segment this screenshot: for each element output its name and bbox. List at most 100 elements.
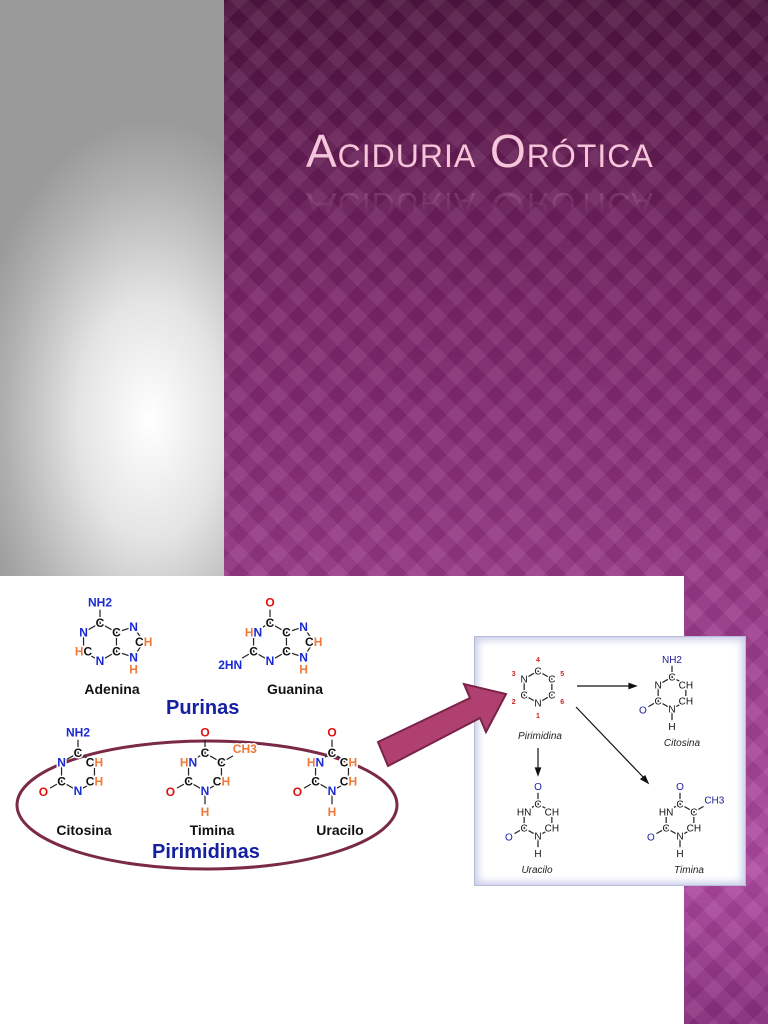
atom-label: C (548, 691, 555, 702)
substituent-bond (693, 805, 704, 813)
atom-label: HN (517, 808, 531, 819)
atom-label: N (676, 832, 683, 843)
atom-label: N (328, 784, 337, 798)
atom-label: C (282, 645, 291, 659)
atom-label: N (668, 705, 675, 716)
molecule-name-uracilo: Uracilo (521, 865, 553, 876)
atom-label: C (521, 691, 528, 702)
ring-bonds (60, 752, 96, 792)
substituent-label: H (534, 849, 541, 860)
atom-label: N (266, 654, 275, 668)
atom-label: C (655, 697, 662, 708)
substituent-label: O (534, 782, 542, 793)
reaction-arrows (534, 682, 650, 785)
substituent-label: O (265, 595, 274, 609)
atom-label: C (217, 756, 226, 770)
atom-label: HN (659, 808, 673, 819)
atom-label: C (690, 808, 697, 819)
substituent-label: O (39, 785, 48, 799)
substituent-bond (49, 780, 62, 789)
atom-label: C (249, 645, 258, 659)
pyrimidine-diagram-box (474, 636, 746, 886)
atom-label: C (112, 626, 121, 640)
substituent-label: O (200, 725, 209, 739)
substituent-label: O (676, 782, 684, 793)
atom-label: C (548, 675, 555, 686)
atom-label: C (676, 800, 683, 811)
atom-label: C (282, 626, 291, 640)
substituent-label: CH3 (704, 796, 724, 807)
substituent-label: 2HN (218, 658, 242, 672)
substituent-bond (648, 700, 659, 708)
atom-label: C (57, 775, 66, 789)
position-number: 2 (512, 699, 516, 706)
molecule-name-uracilo: Uracilo (316, 822, 363, 838)
substituent-label: NH2 (66, 725, 90, 739)
big-arrow (376, 682, 508, 768)
substituent-label: O (327, 725, 336, 739)
ring5-bonds (116, 626, 145, 658)
atom-label: CH (340, 756, 357, 770)
atom-label: N (96, 654, 105, 668)
substituent-label: O (639, 705, 647, 716)
atom-label: C (184, 775, 193, 789)
substituent-label: NH2 (662, 655, 682, 666)
pyrimidines-label: Pirimidinas (152, 841, 260, 863)
atom-label: C (521, 824, 528, 835)
substituent-label: CH3 (233, 742, 257, 756)
atom-label: N (521, 675, 528, 686)
molecule-name-timina: Timina (190, 822, 235, 838)
substituent-label: H (668, 722, 675, 733)
atom-label: CH (687, 824, 701, 835)
atom-label: HN (180, 756, 197, 770)
molecule-name-guanina: Guanina (267, 681, 323, 697)
atom-label: CH (86, 756, 103, 770)
atom-label: C (96, 616, 105, 630)
molecule-name-citosina: Citosina (56, 822, 111, 838)
gray-side-panel (0, 0, 225, 576)
atom-label: N (129, 620, 138, 634)
molecule-name-adenina: Adenina (84, 681, 139, 697)
substituent-bond (656, 827, 667, 835)
atom-label: CH (135, 635, 152, 649)
substituent-label: H (201, 805, 210, 819)
atom-label: C (311, 775, 320, 789)
position-number: 1 (536, 713, 540, 720)
atom-label: N (655, 681, 662, 692)
atom-label: C (266, 616, 275, 630)
substituent-label: NH2 (88, 595, 112, 609)
purines-label: Purinas (166, 697, 239, 719)
atom-label: HN (307, 756, 324, 770)
substituent-bond (176, 780, 189, 789)
atom-label: CH (679, 681, 693, 692)
atom-label: CH (213, 775, 230, 789)
substituent-bond (241, 650, 254, 659)
atom-label: CH (86, 775, 103, 789)
atom-label: N (79, 626, 88, 640)
substituent-bond (514, 827, 525, 835)
substituent-label: O (505, 832, 513, 843)
substituent-bond (303, 780, 316, 789)
substituent-label: H (328, 805, 337, 819)
atom-label: C (534, 800, 541, 811)
substituent-bond (221, 755, 234, 764)
atom-label: N (201, 784, 210, 798)
atom-label: CH (305, 635, 322, 649)
atom-label: HN (245, 626, 262, 640)
atom-label: N (74, 784, 83, 798)
atom-label: C (534, 667, 541, 678)
ring-bonds (523, 670, 553, 704)
substituent-label: H (676, 849, 683, 860)
slide-title: Aciduria Orótica (306, 125, 654, 177)
atom-label: CH (340, 775, 357, 789)
molecule-name-timina: Timina (674, 865, 704, 876)
atom-label: CH (545, 808, 559, 819)
substituent-label: O (647, 832, 655, 843)
substituent-label: O (166, 785, 175, 799)
atom-label: C (668, 673, 675, 684)
position-number: 3 (512, 671, 516, 678)
atom-label: C (328, 746, 337, 760)
